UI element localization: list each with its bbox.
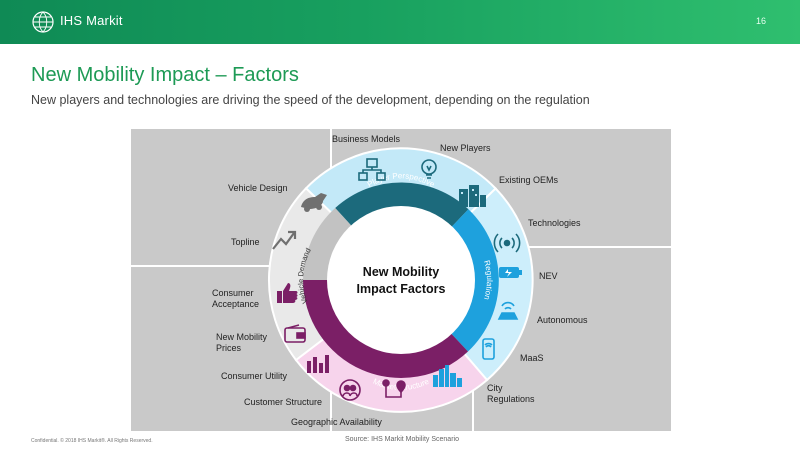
- label-consumer-acceptance-1: Consumer: [212, 288, 254, 298]
- inner-ring: [303, 182, 499, 378]
- bar-arrows-icon: [307, 355, 329, 373]
- label-customer-structure: Customer Structure: [244, 397, 323, 407]
- brand-name: IHS Markit: [60, 13, 123, 28]
- page-subtitle: New players and technologies are driving…: [31, 93, 590, 107]
- label-maas: MaaS: [520, 353, 544, 363]
- car-design-tool-icon: [301, 193, 327, 212]
- label-new-mobility-prices-2: Prices: [216, 343, 242, 353]
- center-title-line-1: New Mobility: [363, 265, 439, 279]
- label-new-players: New Players: [440, 143, 491, 153]
- label-topline: Topline: [231, 237, 260, 247]
- center-title-line-2: Impact Factors: [357, 282, 446, 296]
- customer-network-icon: [339, 379, 361, 401]
- growth-arrow-icon: [272, 230, 297, 250]
- label-geographic-availability: Geographic Availability: [291, 417, 382, 427]
- center-circle: [327, 206, 475, 354]
- label-consumer-acceptance-2: Acceptance: [212, 299, 260, 309]
- thumbs-up-icon: [277, 283, 298, 303]
- header-band: IHS Markit 16: [0, 0, 800, 44]
- label-new-mobility-prices-1: New Mobility: [216, 332, 268, 342]
- label-city-regulations-2: Regulations: [487, 394, 535, 404]
- impact-factors-diagram: Player Perspective Regulation Market Str…: [131, 129, 671, 431]
- wallet-icon: [284, 324, 306, 343]
- org-chart-icon: [358, 158, 386, 181]
- label-vehicle-design: Vehicle Design: [228, 183, 288, 193]
- smartphone-icon: [482, 338, 495, 360]
- label-autonomous: Autonomous: [537, 315, 588, 325]
- label-consumer-utility: Consumer Utility: [221, 371, 288, 381]
- diagram-graphic: Player Perspective Regulation Market Str…: [131, 129, 671, 431]
- label-technologies: Technologies: [528, 218, 581, 228]
- battery-car-icon: [499, 267, 522, 278]
- lightbulb-icon: [421, 159, 437, 179]
- route-pin-icon: [382, 379, 406, 398]
- source-note: Source: IHS Markit Mobility Scenario: [345, 436, 459, 443]
- label-nev: NEV: [539, 271, 558, 281]
- globe-logo-icon: [32, 11, 54, 33]
- label-existing-oems: Existing OEMs: [499, 175, 559, 185]
- label-business-models: Business Models: [332, 134, 401, 144]
- wireless-signal-icon: [493, 233, 521, 253]
- regulation-label: Regulation: [482, 259, 494, 301]
- buildings-icon: [459, 185, 486, 207]
- confidential-notice: Confidential. © 2018 IHS Markit®. All Ri…: [31, 438, 153, 444]
- page-number: 16: [755, 16, 766, 26]
- page-title: New Mobility Impact – Factors: [31, 64, 299, 86]
- label-city-regulations-1: City: [487, 383, 503, 393]
- autonomous-car-icon: [497, 301, 519, 320]
- city-skyline-icon: [433, 365, 462, 387]
